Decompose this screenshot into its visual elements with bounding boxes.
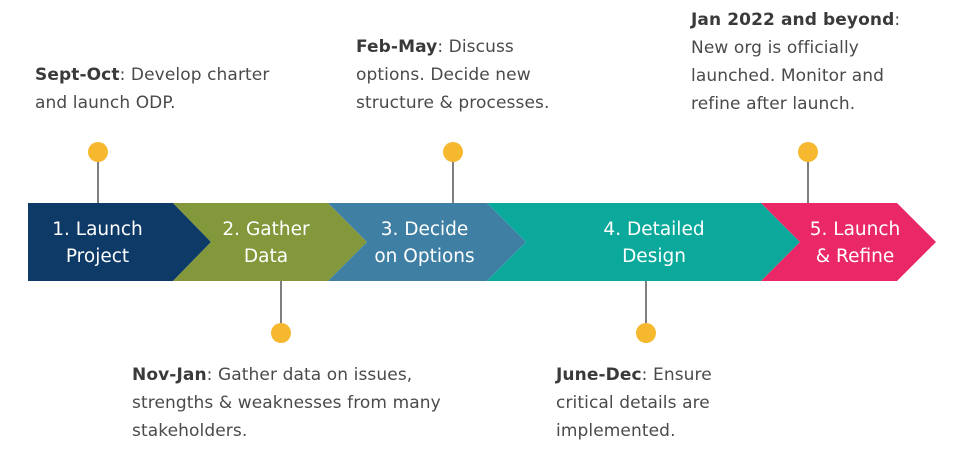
note-june-dec: June-Dec: Ensure critical details are im… bbox=[556, 361, 736, 445]
stage-3-chevron bbox=[328, 203, 526, 281]
note-text: : Gather data on issues, strengths & wea… bbox=[132, 365, 441, 441]
note-period: Sept-Oct bbox=[35, 65, 120, 85]
note-period: Nov-Jan bbox=[132, 365, 207, 385]
note-text: : Ensure critical details are implemente… bbox=[556, 365, 712, 441]
note-text: : Develop charter and launch ODP. bbox=[35, 65, 270, 113]
stage-4-chevron bbox=[487, 203, 800, 281]
note-nov-jan: Nov-Jan: Gather data on issues, strength… bbox=[132, 361, 442, 445]
note-period: June-Dec bbox=[556, 365, 642, 385]
milestone-dot-2 bbox=[271, 323, 291, 343]
stage-5-label: 5. Launch & Refine bbox=[809, 219, 901, 267]
stage-1-chevron bbox=[28, 203, 211, 281]
stage-1-label: 1. Launch Project bbox=[52, 219, 143, 267]
note-feb-may: Feb-May: Discuss options. Decide new str… bbox=[356, 33, 571, 117]
stage-4-label: 4. Detailed Design bbox=[603, 219, 705, 267]
note-sept-oct: Sept-Oct: Develop charter and launch ODP… bbox=[35, 61, 275, 117]
milestone-dot-4 bbox=[636, 323, 656, 343]
note-text: : New org is officially launched. Monito… bbox=[691, 10, 901, 114]
milestone-dot-5 bbox=[798, 142, 818, 162]
note-period: Feb-May bbox=[356, 37, 438, 57]
stage-5-chevron bbox=[761, 203, 936, 281]
note-period: Jan 2022 and beyond bbox=[691, 10, 895, 30]
milestone-dot-3 bbox=[443, 142, 463, 162]
note-text: : Discuss options. Decide new structure … bbox=[356, 37, 550, 113]
stage-3-label: 3. Decide on Options bbox=[374, 219, 475, 267]
note-jan-2022: Jan 2022 and beyond: New org is official… bbox=[691, 6, 931, 118]
stage-2-label: 2. Gather Data bbox=[222, 219, 310, 267]
stage-2-chevron bbox=[173, 203, 367, 281]
milestone-dot-1 bbox=[88, 142, 108, 162]
